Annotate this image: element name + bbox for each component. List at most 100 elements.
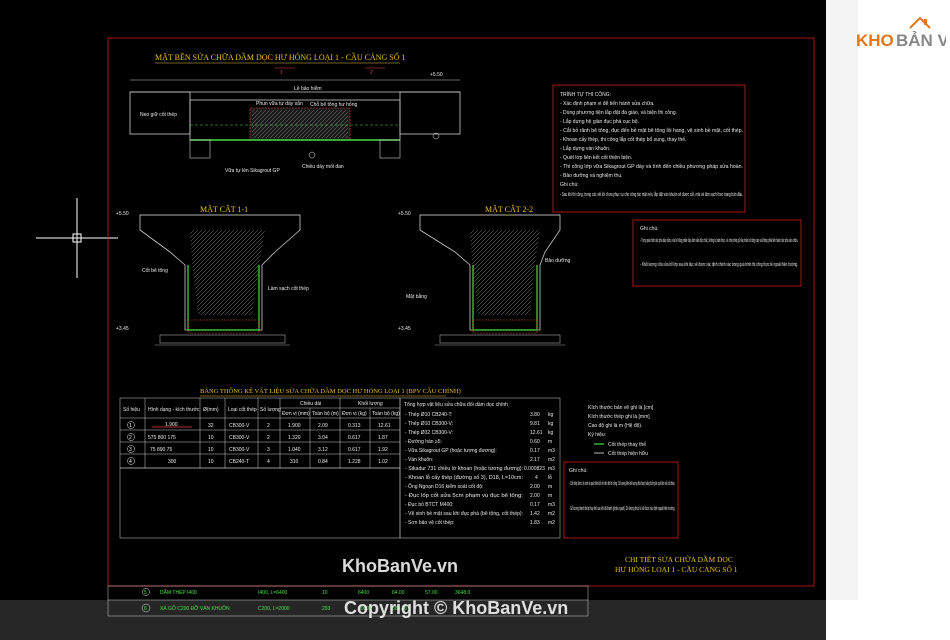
- svg-text:3648.0: 3648.0: [455, 590, 471, 596]
- svg-text:Kích thước bản vẽ ghi là [cm]: Kích thước bản vẽ ghi là [cm]: [588, 405, 654, 411]
- notes-box-frame: [552, 84, 746, 213]
- svg-text:75 890 75: 75 890 75: [150, 447, 172, 453]
- svg-text:m: m: [548, 493, 552, 499]
- level-mid-s1: +3.45: [116, 326, 129, 332]
- svg-text:0.17: 0.17: [530, 502, 540, 508]
- svg-text:Ký hiệu:: Ký hiệu:: [588, 432, 606, 438]
- svg-text:m2: m2: [548, 511, 555, 517]
- svg-text:1.228: 1.228: [348, 459, 361, 465]
- right-margin-strip: [826, 0, 858, 600]
- svg-text:9.81: 9.81: [530, 421, 540, 427]
- svg-text:Ø(mm): Ø(mm): [203, 407, 219, 413]
- svg-text:Loại cốt thép: Loại cốt thép: [228, 407, 257, 413]
- notes-title: TRÌNH TỰ THI CÔNG:: [560, 91, 611, 98]
- svg-text:Số hiệu: Số hiệu: [123, 407, 140, 413]
- svg-text:6: 6: [144, 606, 147, 612]
- callout-mat-bang: Mặt bằng: [406, 293, 427, 300]
- svg-text:- Thi công lớp vữa Sikagrout G: - Thi công lớp vữa Sikagrout GP dày và t…: [560, 163, 743, 170]
- svg-text:12.61: 12.61: [530, 430, 543, 436]
- svg-text:5: 5: [144, 590, 147, 596]
- level-top-side: +5.50: [430, 72, 443, 78]
- svg-text:DẦM THÉP I400: DẦM THÉP I400: [160, 589, 197, 596]
- khobanve-logo[interactable]: KHO BẢN VẼ: [852, 14, 950, 54]
- svg-text:- Thép Ø32 CB300-V:: - Thép Ø32 CB300-V:: [405, 430, 453, 436]
- svg-text:0.000823: 0.000823: [524, 466, 545, 472]
- callout-cho-be-tong: Chỗ bê tông hư hỏng: [310, 101, 357, 108]
- rebar-table-row-2: 2 575 800 175 10 CB300-V 2 1.320 3.04 0.…: [127, 433, 388, 441]
- level-top-s1: +5.50: [116, 211, 129, 217]
- title-section-2: MẶT CẮT 2-2: [485, 204, 533, 214]
- svg-text:m3: m3: [548, 448, 555, 454]
- callout-chieu-day: Chiều dày mối đan: [302, 164, 344, 170]
- level-top-s2: +5.50: [398, 211, 411, 217]
- bottom-table-row-6: 6 XÀ GỖ C200 ĐỠ VÁN KHUÔN C200, L=2000 2…: [107, 600, 589, 617]
- svg-text:- Sơn bảo vệ cốt thép:: - Sơn bảo vệ cốt thép:: [405, 520, 454, 526]
- house-logo-icon: KHO BẢN VẼ: [856, 16, 950, 50]
- svg-text:586.00: 586.00: [392, 606, 408, 612]
- svg-text:1.42: 1.42: [530, 511, 540, 517]
- svg-text:- Đục lốp cốt sửa 5cm phạm vụ: - Đục lốp cốt sửa 5cm phạm vụ đục bê tôn…: [405, 492, 523, 499]
- note-box-2-frame: [632, 219, 802, 287]
- watermark-site: KhoBanVe.vn: [342, 556, 459, 576]
- svg-text:32: 32: [208, 423, 214, 429]
- svg-text:CB300-V: CB300-V: [229, 435, 250, 441]
- svg-text:1.83: 1.83: [530, 520, 540, 526]
- svg-text:10: 10: [208, 459, 214, 465]
- svg-text:BẢN VẼ: BẢN VẼ: [896, 30, 946, 50]
- title-side-elevation: MẶT BÊN SỬA CHỮA DẦM DỌC HƯ HỎNG LOẠI 1 …: [155, 52, 406, 62]
- svg-text:3.12: 3.12: [318, 447, 328, 453]
- svg-text:2.17: 2.17: [530, 457, 540, 463]
- svg-text:1.02: 1.02: [378, 459, 388, 465]
- svg-text:10: 10: [208, 435, 214, 441]
- svg-text:2.00: 2.00: [530, 484, 540, 490]
- svg-text:CB240-T: CB240-T: [229, 459, 249, 465]
- rebar-table-row-1: 1 1.900 32 CB300-V 2 1.900 2.09 0.313 12…: [127, 421, 391, 429]
- detail-title-1: CHI TIẾT SỬA CHỮA DẦM DỌC: [625, 554, 733, 564]
- svg-text:2: 2: [267, 435, 270, 441]
- svg-text:- Quét lớp liên kết cốt thiện: - Quét lớp liên kết cốt thiện biện.: [560, 155, 632, 161]
- svg-text:0.17: 0.17: [530, 448, 540, 454]
- materials-header: Tổng hợp vật liệu sửa chữa đối dầm dọc c…: [404, 401, 508, 408]
- svg-text:4: 4: [267, 459, 270, 465]
- callout-phun-vua: Phun vữa tự dày sẵn: [256, 100, 303, 107]
- svg-text:Toàn bộ (m): Toàn bộ (m): [312, 411, 339, 417]
- svg-text:0.60: 0.60: [530, 439, 540, 445]
- svg-text:- Lắp dựng hệ giàn đục phá cục: - Lắp dựng hệ giàn đục phá cục bộ.: [560, 118, 639, 125]
- svg-text:Chiều dài: Chiều dài: [300, 401, 321, 407]
- svg-text:1.900: 1.900: [165, 422, 178, 428]
- cad-drawing-canvas[interactable]: MẶT BÊN SỬA CHỮA DẦM DỌC HƯ HỎNG LOẠI 1 …: [0, 0, 826, 600]
- svg-text:Đơn vị (mm): Đơn vị (mm): [282, 411, 310, 417]
- note-3-title: Ghi chú:: [569, 468, 588, 474]
- svg-text:0.313: 0.313: [348, 423, 361, 429]
- svg-text:2000: 2000: [358, 606, 369, 612]
- svg-text:10: 10: [322, 590, 328, 596]
- note-3-item-1: - Cốt thép được vệ sinh và quét liên kết…: [569, 480, 675, 487]
- callout-bao-duong: Bảo dưỡng: [545, 258, 570, 264]
- svg-text:- Ván khuôn:: - Ván khuôn:: [405, 457, 433, 463]
- svg-text:kg: kg: [548, 412, 554, 418]
- svg-text:Cốt thép hiện hữu: Cốt thép hiện hữu: [608, 451, 648, 457]
- svg-text:1: 1: [280, 70, 283, 76]
- callout-lam-sach: Làm sạch cốt thép: [268, 286, 309, 292]
- svg-text:2: 2: [267, 423, 270, 429]
- rebar-table: [119, 397, 561, 539]
- svg-text:- Xác định phạm vi để tiến hàn: - Xác định phạm vi để tiến hành sửa chữa…: [560, 100, 655, 107]
- callout-vua-sikagrout: Vữa tự lèn Sikagrout GP: [225, 168, 280, 174]
- svg-text:6400: 6400: [358, 590, 369, 596]
- legend: Kích thước bản vẽ ghi là [cm] Kích thước…: [588, 405, 654, 457]
- svg-text:- Sikadur 731 chiều lớ khoan (: - Sikadur 731 chiều lớ khoan (hoặc tương…: [405, 466, 523, 472]
- drawing-svg: MẶT BÊN SỬA CHỮA DẦM DỌC HƯ HỎNG LOẠI 1 …: [36, 37, 815, 600]
- svg-text:I400, L=6400: I400, L=6400: [258, 590, 288, 596]
- title-section-1: MẶT CẮT 1-1: [200, 204, 248, 214]
- svg-text:- Khoan cấy thép, thi công lắp: - Khoan cấy thép, thi công lắp cốt thép …: [560, 136, 686, 143]
- note-box-3-frame: [563, 461, 679, 539]
- svg-text:0.84: 0.84: [318, 459, 328, 465]
- svg-text:3.04: 3.04: [318, 435, 328, 441]
- svg-text:0.617: 0.617: [348, 447, 361, 453]
- svg-text:XÀ GỖ C200 ĐỠ VÁN KHUÔN: XÀ GỖ C200 ĐỠ VÁN KHUÔN: [160, 605, 230, 612]
- svg-text:- Đường hàn ≥5:: - Đường hàn ≥5:: [405, 439, 442, 445]
- crosshair-cursor-icon: [36, 198, 118, 278]
- note-2-title: Ghi chú:: [640, 226, 659, 232]
- svg-text:1.92: 1.92: [378, 447, 388, 453]
